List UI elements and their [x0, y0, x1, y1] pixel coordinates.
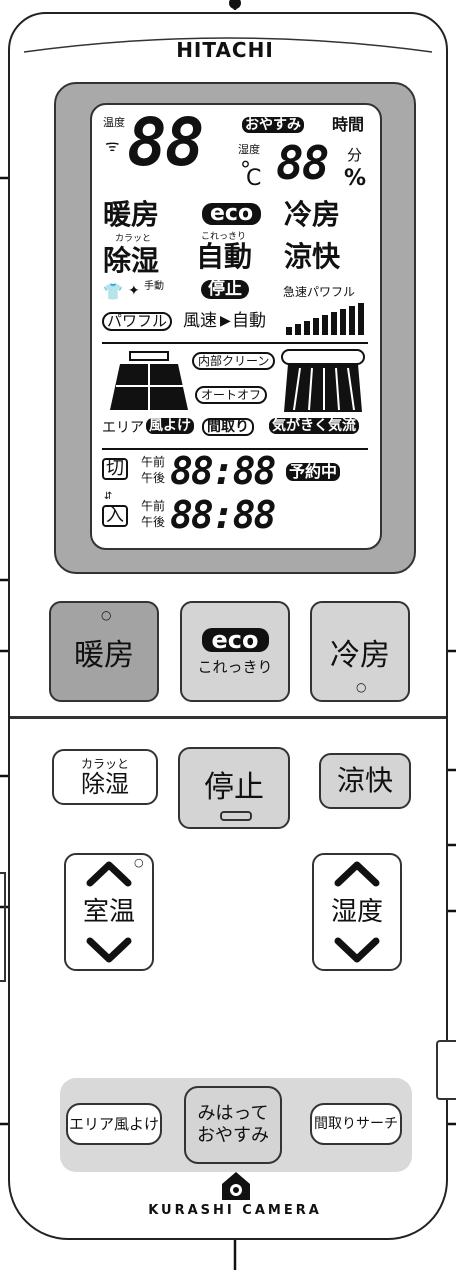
humidity-label: 湿度	[330, 897, 383, 927]
mihatte-line-1: みはって	[197, 1103, 269, 1124]
dehum-button-label: 除湿	[81, 770, 129, 798]
fan-bar-6	[331, 312, 337, 335]
lcd-fusoku-auto: 自動	[232, 311, 266, 331]
drops-icon: ✦	[128, 283, 140, 299]
mihatte-oyasumi-button[interactable]: みはって おやすみ	[184, 1086, 282, 1164]
lcd-off-time: 88:88	[170, 449, 276, 493]
cool-button-label: 冷房	[330, 637, 390, 673]
lcd-divider-2	[102, 448, 368, 450]
lcd-temp-label: 温度	[103, 116, 125, 129]
fan-bar-7	[340, 309, 346, 335]
row-separator	[10, 716, 446, 719]
room-temp-up-icon[interactable]	[84, 861, 134, 887]
madori-search-label: 間取りサーチ	[314, 1116, 398, 1132]
stop-button-label: 停止	[204, 770, 264, 805]
dehum-button-top: カラッと	[80, 757, 129, 771]
lcd-powerful: パワフル	[102, 312, 173, 331]
airflow-icon	[281, 349, 365, 412]
lcd-eco: eco	[202, 203, 262, 225]
fan-bar-3	[304, 321, 310, 335]
fan-bar-9	[358, 303, 364, 335]
fan-bar-8	[349, 306, 355, 335]
lcd-area: エリア	[102, 420, 144, 436]
lcd-mode-auto: 自動	[196, 240, 253, 273]
lcd-arrow-icon: ▶	[220, 313, 231, 329]
shirt-icon: 👕	[103, 282, 123, 301]
cool-button[interactable]: 冷房 ○	[310, 601, 410, 702]
lcd-hum-label: 湿度	[238, 143, 260, 156]
fan-bar-2	[295, 324, 301, 335]
heat-button[interactable]: ○ 暖房	[49, 601, 159, 702]
lcd-mode-heat: 暖房	[103, 198, 160, 231]
remote-top-curve	[14, 37, 442, 53]
stop-indicator	[220, 811, 252, 821]
eco-button[interactable]: eco これっきり	[180, 601, 290, 702]
lcd-time-label: 時間	[332, 115, 365, 134]
fan-bar-4	[313, 318, 319, 335]
heat-button-label: 暖房	[74, 637, 134, 673]
dehum-button[interactable]: カラッと 除湿	[52, 749, 158, 805]
lcd-fusoku: 風速	[183, 311, 217, 331]
lcd-off-label: 切	[102, 458, 128, 480]
brand-logo: HITACHI	[176, 38, 274, 62]
lcd-yoyaku: 予約中	[286, 463, 341, 481]
humidity-rocker: 湿度	[312, 853, 402, 971]
lcd-on-label: 入	[102, 505, 128, 527]
side-slot	[436, 1040, 456, 1100]
camera-label: KURASHI CAMERA	[148, 1203, 322, 1218]
lcd-minutes: 分	[347, 146, 363, 164]
lcd-manual: 手動	[144, 281, 164, 292]
room-grid-icon	[110, 351, 188, 410]
lcd-mode-dehum: 除湿	[103, 244, 160, 277]
lcd-stop: 停止	[201, 280, 249, 299]
wifi-icon: ᯤ	[105, 136, 120, 155]
lcd-auto-off: オートオフ	[195, 386, 268, 404]
room-temp-down-icon[interactable]	[84, 937, 134, 963]
room-temp-dot: ○	[134, 856, 144, 869]
eco-button-label: eco	[201, 628, 269, 652]
transfer-arrows-icon: ⇵	[104, 491, 113, 502]
lcd-kaze-yoke: 風よけ	[146, 418, 194, 434]
lcd-mode-ryokai: 涼快	[284, 240, 341, 273]
fan-bar-1	[286, 327, 292, 335]
lcd-madori: 間取り	[202, 418, 254, 436]
side-edge	[0, 872, 6, 982]
room-temp-label: 室温	[82, 897, 135, 927]
lcd-celsius: C	[246, 166, 262, 191]
fan-bar-5	[322, 315, 328, 335]
cool-indicator-dot: ○	[356, 680, 367, 694]
lcd-naibu-clean: 内部クリーン	[192, 352, 276, 370]
lcd-karatto: カラッと	[115, 234, 152, 244]
area-kaze-label: エリア風よけ	[68, 1114, 159, 1133]
camera-logo-icon	[222, 1172, 250, 1200]
lcd-off-am: 午前	[141, 455, 166, 469]
lcd-percent: %	[344, 166, 367, 191]
heat-indicator-dot: ○	[101, 608, 112, 622]
humidity-up-icon[interactable]	[332, 861, 382, 887]
ryokai-button-label: 涼快	[336, 764, 393, 797]
lcd-on-am: 午前	[141, 499, 166, 513]
lcd-mode-cool: 冷房	[284, 198, 341, 231]
area-kaze-button[interactable]: エリア風よけ	[66, 1103, 162, 1145]
lcd-off-pm: 午後	[141, 471, 166, 485]
lcd-divider	[102, 342, 368, 344]
lcd-kigakiku: 気がきく気流	[269, 418, 359, 434]
lcd-kyusoku-power: 急速パワフル	[283, 285, 356, 299]
lcd-hum-digits: 88	[276, 136, 329, 190]
humidity-down-icon[interactable]	[332, 937, 382, 963]
lcd-on-time: 88:88	[170, 493, 276, 537]
ryokai-button[interactable]: 涼快	[319, 753, 411, 809]
mihatte-line-2: おやすみ	[197, 1125, 269, 1146]
lcd-koreki: これっきり	[201, 232, 247, 242]
lcd-on-pm: 午後	[141, 515, 166, 529]
eco-button-sub: これっきり	[197, 658, 273, 676]
room-temp-rocker: 室温 ○	[64, 853, 154, 971]
lcd-celsius-degree: °	[240, 158, 251, 183]
lcd-oyasumi: おやすみ	[242, 117, 304, 133]
stop-button[interactable]: 停止	[178, 747, 290, 829]
madori-search-button[interactable]: 間取りサーチ	[310, 1103, 402, 1145]
lcd-temp-digits: 88	[127, 104, 204, 181]
